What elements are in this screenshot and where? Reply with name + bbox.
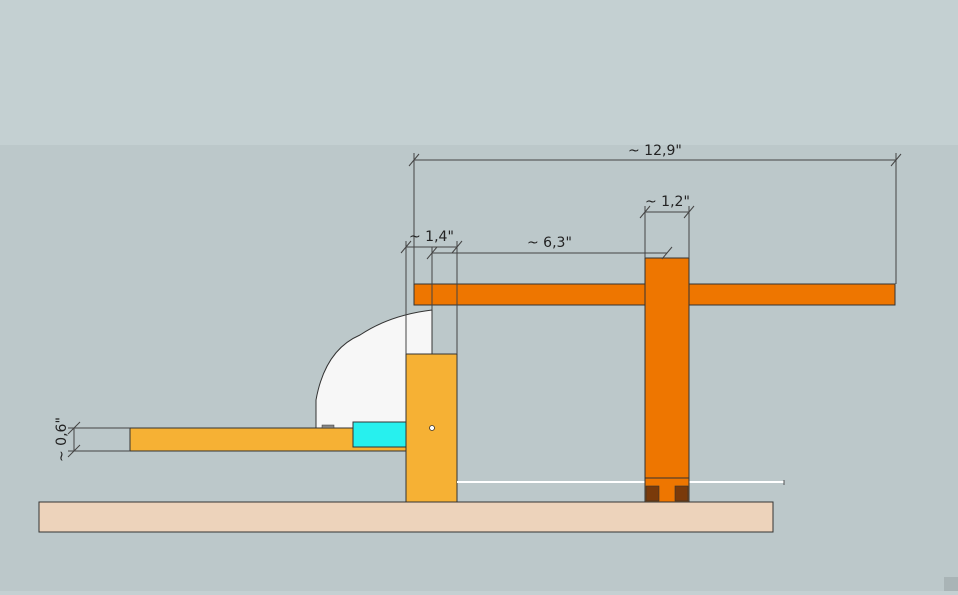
pivot-hole [429,425,435,431]
dim-label-gap: ~ 1,4" [409,229,454,245]
background-step [700,128,958,145]
dark-upright-post [644,257,690,503]
base-board [38,501,774,533]
dimension-lines [67,153,902,458]
background-top [0,0,958,145]
blade-guard [315,309,433,429]
dim-label-upright: ~ 1,2" [645,194,690,210]
upright-foot-left [645,485,660,502]
upright-foot-right [674,485,689,502]
table-clip [321,424,335,429]
cyan-block [352,421,407,448]
dim-label-overall: ~ 12,9" [628,143,682,159]
dim-label-thickness: ~ 0,6" [54,417,70,462]
dim-label-span: ~ 6,3" [527,235,572,251]
corner-resize-handle[interactable] [944,577,958,591]
